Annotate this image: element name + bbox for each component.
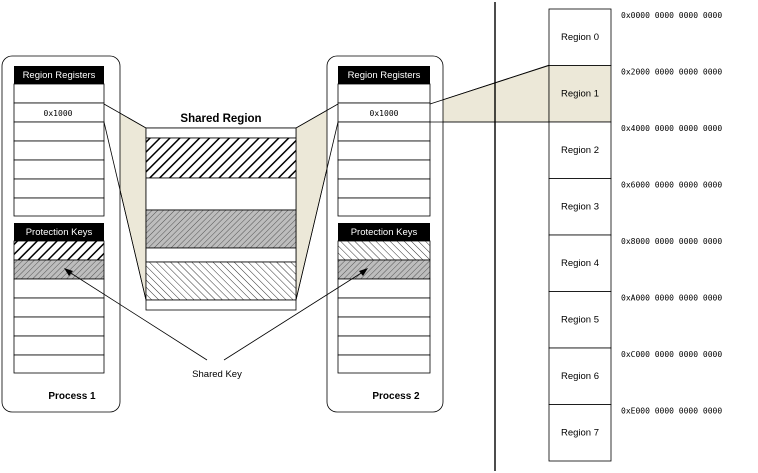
process2-register-row: [337, 197, 431, 217]
shared-region: Shared Region: [145, 113, 297, 311]
process1-protection-keys-title: Protection Keys: [26, 227, 93, 238]
shared-region-block-bold: [145, 137, 297, 179]
region-row: Region 3 0x6000 0000 0000 0000: [548, 178, 722, 236]
process2-key-row: [337, 354, 431, 374]
process2-key-row-shared: [337, 259, 431, 280]
region-address: 0x0000 0000 0000 0000: [621, 11, 722, 20]
shared-region-row: [145, 299, 297, 311]
region-label: Region 6: [561, 371, 599, 382]
region-address: 0xA000 0000 0000 0000: [621, 294, 722, 303]
shared-key-pointer-line: [65, 269, 208, 361]
region-address: 0x4000 0000 0000 0000: [621, 124, 722, 133]
region-box: [548, 404, 612, 462]
process1-register-value: 0x1000: [44, 109, 73, 118]
process2-panel: Region Registers 0x1000 Protection Keys …: [326, 55, 444, 413]
process2-register-row: [337, 83, 431, 104]
region-label: Region 7: [561, 428, 599, 439]
shared-key-arrowhead: [64, 268, 73, 276]
region-row: Region 1 0x2000 0000 0000 0000: [548, 65, 722, 123]
process1-label: Process 1: [48, 391, 96, 402]
process1-region-registers-header: [14, 66, 104, 84]
region-box: [548, 234, 612, 292]
process1-register-row: [13, 140, 105, 161]
region-label: Region 1: [561, 89, 599, 100]
region-label: Region 5: [561, 315, 599, 326]
shared-region-block-light: [145, 261, 297, 301]
process2-key-row: [337, 278, 431, 299]
region-address: 0x6000 0000 0000 0000: [621, 181, 722, 190]
process1-panel: Region Registers 0x1000 Protection Keys …: [1, 55, 121, 413]
process1-protection-keys-header: [14, 223, 104, 241]
connector-register-to-region1: [429, 64, 550, 123]
process2-key-row-hatched: [337, 240, 431, 261]
region-address: 0xC000 0000 0000 0000: [621, 350, 722, 359]
process2-register-value: 0x1000: [370, 109, 399, 118]
shared-region-row: [145, 177, 297, 211]
connector-edge: [429, 65, 550, 105]
process1-register-row: [13, 197, 105, 217]
region-label: Region 0: [561, 32, 599, 43]
region-address: 0xE000 0000 0000 0000: [621, 407, 722, 416]
shared-region-row: [145, 247, 297, 263]
address-space-regions: Region 0 0x0000 0000 0000 0000 Region 1 …: [548, 8, 722, 462]
process1-register-row: [13, 178, 105, 199]
region-label: Region 4: [561, 258, 599, 269]
process2-region-registers-title: Region Registers: [348, 70, 421, 81]
region-row: Region 7 0xE000 0000 0000 0000: [548, 404, 722, 462]
shared-key-pointer-line: [223, 269, 367, 361]
process2-register-row: [337, 159, 431, 180]
region-box: [548, 121, 612, 179]
process2-key-row: [337, 297, 431, 318]
connector-edge: [103, 121, 147, 301]
process1-key-row: [13, 278, 105, 299]
region-box: [548, 291, 612, 349]
region-row: Region 4 0x8000 0000 0000 0000: [548, 234, 722, 292]
region-box: [548, 347, 612, 405]
process1-key-row: [13, 316, 105, 337]
process2-region-registers-header: [338, 66, 430, 84]
process1-key-row-shared: [13, 259, 105, 280]
shared-region-block-shared: [145, 209, 297, 249]
process2-register-row: [337, 178, 431, 199]
region-row: Region 0 0x0000 0000 0000 0000: [548, 8, 722, 66]
connector-edge: [295, 103, 339, 129]
connector-edge: [103, 103, 147, 129]
process1-key-row: [13, 297, 105, 318]
shared-key-label: Shared Key: [192, 369, 242, 380]
process2-register-row: [337, 140, 431, 161]
shared-key-pointers: Shared Key: [64, 268, 368, 380]
shared-region-title: Shared Region: [180, 113, 261, 125]
shared-region-row: [145, 127, 297, 139]
region-row: Region 5 0xA000 0000 0000 0000: [548, 291, 722, 349]
process2-protection-keys-header: [338, 223, 430, 241]
process2-label: Process 2: [372, 391, 420, 402]
process2-protection-keys-title: Protection Keys: [351, 227, 418, 238]
process1-register-row: [13, 159, 105, 180]
region-address: 0x8000 0000 0000 0000: [621, 237, 722, 246]
process1-register-row: [13, 83, 105, 104]
region-label: Region 3: [561, 202, 599, 213]
region-label: Region 2: [561, 145, 599, 156]
process2-key-row: [337, 335, 431, 356]
shared-key-arrowhead: [359, 268, 368, 276]
process2-register-row: [337, 121, 431, 142]
process1-key-row: [13, 354, 105, 374]
process1-key-row-hatched: [13, 240, 105, 261]
process2-key-row: [337, 316, 431, 337]
region-row: Region 6 0xC000 0000 0000 0000: [548, 347, 722, 405]
region-address: 0x2000 0000 0000 0000: [621, 68, 722, 77]
process1-key-row: [13, 335, 105, 356]
process1-region-registers-title: Region Registers: [23, 70, 96, 81]
region-box: [548, 178, 612, 236]
connector-edge: [295, 121, 339, 301]
process1-register-row: [13, 121, 105, 142]
region-row: Region 2 0x4000 0000 0000 0000: [548, 121, 722, 179]
